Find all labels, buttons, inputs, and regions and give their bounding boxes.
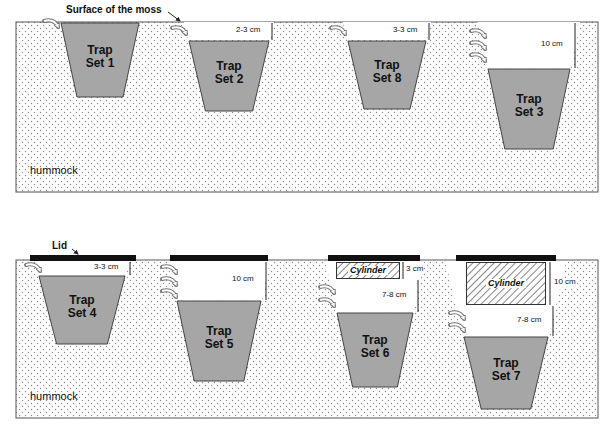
dimension-label: 3 cm — [406, 265, 423, 274]
hummock-panel — [16, 22, 598, 192]
dimension-label: 3-3 cm — [94, 263, 118, 272]
region-label: hummock — [30, 390, 78, 402]
dimension-label: 10 cm — [232, 275, 254, 284]
dimension-label: 2-3 cm — [236, 26, 260, 35]
region-label: hummock — [30, 164, 78, 176]
dimension-label: 3-3 cm — [393, 26, 417, 35]
trap-label: Trap Set 5 — [198, 325, 240, 350]
cylinder-block: Cylinder — [466, 262, 546, 305]
dimension-label: 7-8 cm — [517, 316, 541, 325]
trap-cup: Trap Set 3 — [487, 68, 571, 150]
part-label: Lid — [52, 240, 67, 251]
trap-label: Trap Set 3 — [508, 93, 550, 118]
lids — [30, 255, 556, 261]
dimension-label: 10 cm — [541, 40, 563, 49]
dimension-label: 10 cm — [554, 278, 576, 287]
cylinder-label: Cylinder — [486, 279, 526, 288]
trap-cup: Trap Set 2 — [188, 40, 270, 112]
trap-cup: Trap Set 5 — [176, 300, 262, 382]
trap-label: Trap Set 6 — [354, 334, 396, 359]
trap-label: Trap Set 2 — [208, 60, 250, 85]
trap-label: Trap Set 7 — [485, 357, 527, 382]
trap-cup: Trap Set 4 — [38, 275, 126, 345]
trap-cup: Trap Set 7 — [463, 336, 549, 410]
trap-cup: Trap Set 8 — [347, 40, 427, 110]
dimension-lines — [130, 23, 575, 336]
trap-label: Trap Set 1 — [79, 44, 121, 69]
trap-cup: Trap Set 6 — [336, 312, 414, 388]
part-label: Surface of the moss — [66, 4, 162, 15]
hummock-panel — [16, 260, 598, 418]
dimension-label: 7-8 cm — [382, 291, 406, 300]
trap-label: Trap Set 4 — [61, 294, 103, 319]
trap-label: Trap Set 8 — [366, 59, 408, 84]
cylinder-block: Cylinder — [336, 262, 400, 279]
cylinder-label: Cylinder — [348, 266, 388, 275]
trap-cup: Trap Set 1 — [60, 22, 140, 98]
